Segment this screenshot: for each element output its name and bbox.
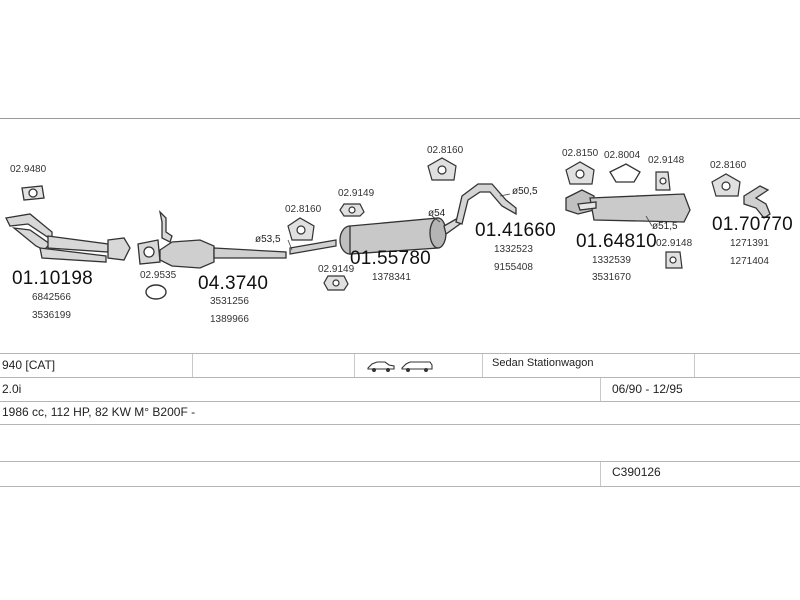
clamp-2-9149-a-drawing — [339, 203, 365, 217]
hanger-2-8160-a-drawing — [287, 217, 315, 241]
clamp-2-9148-a-drawing — [655, 171, 671, 191]
table-row-model: 940 [CAT] Sedan Stationwagon — [0, 354, 800, 378]
hanger-2-8160-b-drawing — [427, 157, 457, 181]
diameter-50-5-label: ø50,5 — [512, 186, 538, 197]
rear-silencer-oem-2: 3531670 — [592, 272, 631, 283]
rear-silencer-code: 01.64810 — [576, 231, 657, 252]
vehicle-model: 940 [CAT] — [2, 358, 56, 372]
table-cell-divider — [0, 378, 601, 401]
table-top-border — [0, 353, 800, 354]
top-border — [0, 118, 800, 119]
exhaust-diagram — [5, 157, 771, 300]
gasket-2-9535-code: 02.9535 — [140, 270, 177, 281]
reference-number: C390126 — [612, 465, 661, 479]
catalyst-code: 04.3740 — [198, 273, 269, 294]
clamp-2-9480-drawing — [21, 185, 45, 201]
middle-silencer-code: 01.55780 — [350, 248, 431, 269]
front-pipe-oem-2: 3536199 — [32, 310, 71, 321]
clamp-2-9480-code: 02.9480 — [10, 164, 47, 175]
flange-drawing — [137, 210, 173, 265]
hanger-2-8160-c-code: 02.8160 — [710, 160, 747, 171]
body-types: Sedan Stationwagon — [492, 357, 594, 369]
tail-pipe-oem-1: 1271391 — [730, 238, 769, 249]
clamp-2-9148-a-code: 02.9148 — [648, 155, 685, 166]
engine-name: 2.0i — [2, 382, 22, 396]
front-pipe-oem-1: 6842566 — [32, 292, 71, 303]
sedan-car-icon — [366, 359, 396, 378]
table-cell-divider — [354, 354, 483, 377]
rear-silencer-drawing — [565, 189, 691, 223]
front-pipe-drawing — [5, 213, 131, 263]
table-cell-divider — [0, 462, 601, 486]
rear-silencer-oem-1: 1332539 — [592, 255, 631, 266]
intermediate-pipe-drawing — [455, 183, 517, 225]
hanger-2-8160-a-code: 02.8160 — [285, 204, 322, 215]
engine-spec: 1986 cc, 112 HP, 82 KW M° B200F - — [2, 405, 196, 419]
stationwagon-car-icon — [400, 359, 434, 378]
intermediate-pipe-oem-2: 9155408 — [494, 262, 533, 273]
hanger-2-8150-drawing — [565, 161, 595, 185]
diameter-53-5-label: ø53,5 — [255, 234, 281, 245]
diameter-leaders — [287, 193, 653, 251]
table-row-engine: 2.0i 06/90 - 12/95 — [0, 378, 800, 402]
table-cell-divider — [0, 354, 193, 377]
table-row-empty — [0, 425, 800, 462]
catalyst-drawing — [159, 239, 287, 269]
intermediate-pipe-code: 01.41660 — [475, 220, 556, 241]
hanger-2-8150-code: 02.8150 — [562, 148, 599, 159]
middle-silencer-drawing — [339, 217, 461, 255]
tail-pipe-code: 01.70770 — [712, 214, 793, 235]
table-row-ref: C390126 — [0, 462, 800, 487]
table-cell-divider — [482, 354, 695, 377]
front-pipe-code: 01.10198 — [12, 268, 93, 289]
catalyst-oem-2: 1389966 — [210, 314, 249, 325]
intermediate-pipe-oem-1: 1332523 — [494, 244, 533, 255]
table-row-spec: 1986 cc, 112 HP, 82 KW M° B200F - — [0, 402, 800, 425]
tail-pipe-oem-2: 1271404 — [730, 256, 769, 267]
hanger-2-8004-code: 02.8004 — [604, 150, 641, 161]
connecting-pipe-drawing — [289, 239, 337, 255]
clamp-2-9149-a-code: 02.9149 — [338, 188, 375, 199]
clamp-2-9149-b-drawing — [323, 275, 349, 291]
production-period: 06/90 - 12/95 — [612, 382, 683, 396]
catalyst-oem-1: 3531256 — [210, 296, 249, 307]
diameter-54-label: ø54 — [428, 208, 446, 219]
hanger-2-8160-b-code: 02.8160 — [427, 145, 464, 156]
middle-silencer-oem-1: 1378341 — [372, 272, 411, 283]
clamp-2-9148-b-code: 02.9148 — [656, 238, 693, 249]
diameter-51-5-label: ø51,5 — [652, 221, 678, 232]
clamp-2-9148-b-drawing — [665, 251, 683, 269]
gasket-2-9535-drawing — [145, 284, 167, 300]
clamp-2-9149-b-code: 02.9149 — [318, 264, 355, 275]
table-cell-divider — [192, 354, 355, 377]
tail-pipe-drawing — [743, 185, 771, 219]
hanger-2-8004-drawing — [609, 163, 641, 183]
hanger-2-8160-c-drawing — [711, 173, 741, 197]
